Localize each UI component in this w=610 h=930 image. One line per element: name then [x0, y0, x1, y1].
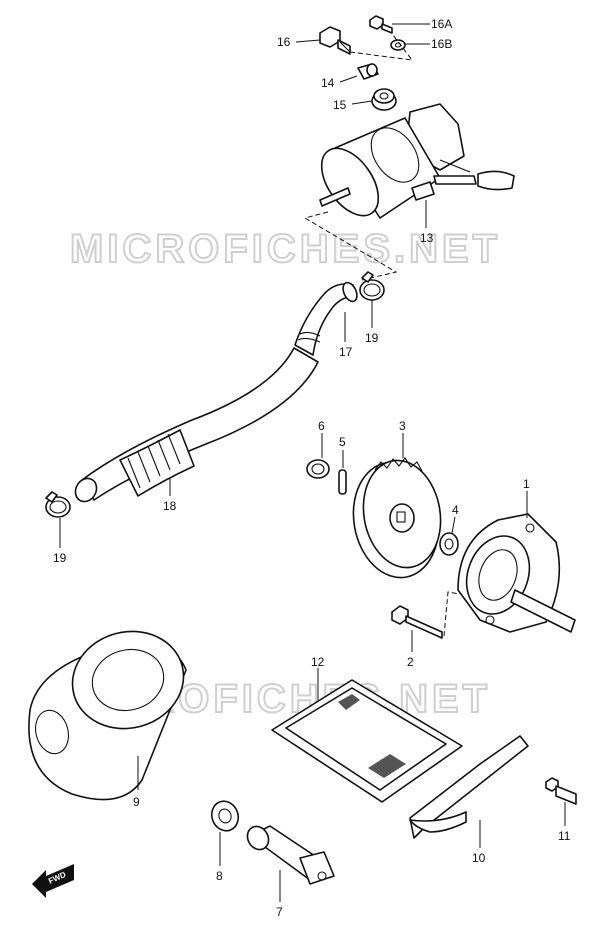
callout-10: 10	[472, 851, 486, 865]
bolt-2[interactable]	[391, 605, 443, 639]
callout-8: 8	[216, 869, 223, 883]
circlip-6[interactable]	[306, 459, 330, 479]
bolt-11[interactable]	[545, 777, 577, 805]
washer-8[interactable]	[208, 797, 243, 834]
oil-pump-1[interactable]	[456, 513, 576, 633]
callout-4: 4	[452, 503, 459, 517]
callout-16a: 16A	[431, 17, 452, 31]
bolt-16[interactable]	[319, 26, 351, 55]
washer-4[interactable]	[439, 532, 459, 556]
filter-assembly-13[interactable]	[310, 103, 515, 226]
callout-11: 11	[558, 829, 571, 843]
grommet-15[interactable]	[371, 88, 397, 111]
oil-filter-9[interactable]	[28, 619, 195, 801]
callout-16b: 16B	[431, 37, 452, 51]
hose-clamp-19-top[interactable]	[359, 271, 385, 301]
callout-6: 6	[318, 419, 325, 433]
bolt-16a[interactable]	[369, 15, 393, 34]
washer-16b[interactable]	[390, 39, 406, 51]
callout-5: 5	[339, 435, 346, 449]
pin-5[interactable]	[338, 469, 347, 495]
callout-1: 1	[523, 477, 530, 491]
callout-17: 17	[339, 345, 353, 359]
callout-9: 9	[133, 795, 140, 809]
callout-14: 14	[321, 76, 335, 90]
callout-18: 18	[163, 499, 177, 513]
forward-direction-icon: FWD	[32, 864, 74, 898]
callout-7: 7	[276, 905, 283, 919]
strainer-bracket-10[interactable]	[409, 735, 529, 839]
oil-strainer-12[interactable]	[271, 679, 463, 803]
callout-13: 13	[420, 231, 434, 245]
callout-15: 15	[333, 98, 347, 112]
spacer-14[interactable]	[357, 63, 379, 80]
oil-pump-gear-3[interactable]	[345, 454, 449, 584]
oil-tube-18[interactable]	[71, 347, 319, 505]
union-bolt-7[interactable]	[243, 823, 335, 885]
callout-19-bottom: 19	[53, 551, 67, 565]
hose-clamp-19-bottom[interactable]	[45, 491, 71, 518]
callout-2: 2	[407, 655, 414, 669]
dashed-link-13	[303, 211, 398, 281]
callout-3: 3	[399, 419, 406, 433]
dashed-link-2	[443, 591, 461, 637]
watermark-top: MICROFICHES.NET	[70, 227, 501, 271]
callout-16: 16	[277, 35, 291, 49]
callout-12: 12	[311, 655, 325, 669]
hose-17[interactable]	[294, 280, 360, 356]
dashed-link-16	[349, 34, 414, 61]
callout-19-top: 19	[365, 331, 379, 345]
